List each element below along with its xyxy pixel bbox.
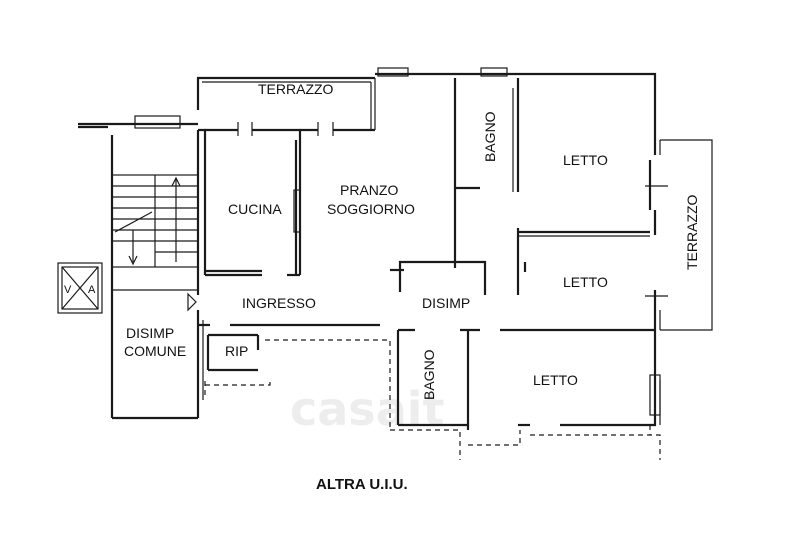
ingresso-label: INGRESSO: [242, 295, 316, 311]
pranzo-label: PRANZO: [340, 182, 398, 198]
lift-label-v: V: [64, 284, 72, 296]
bagno-top-label: BAGNO: [482, 111, 498, 162]
lift-label-a: A: [88, 284, 96, 296]
rip-label: RIP: [225, 343, 248, 359]
outer-walls: [196, 67, 713, 427]
letto-3-label: LETTO: [533, 372, 578, 388]
letto-1-label: LETTO: [563, 152, 608, 168]
disimp-comune-label-1: DISIMP: [126, 325, 174, 341]
watermark: casait: [290, 382, 445, 436]
lift: V A: [57, 262, 103, 314]
kitchen-walls: [205, 122, 302, 277]
terrazzo-right-label: TERRAZZO: [684, 194, 700, 270]
entrance-door-icon: [187, 292, 197, 312]
living-walls: [300, 78, 487, 295]
bagno-bottom-label: BAGNO: [421, 349, 437, 400]
letto-2-label: LETTO: [563, 274, 608, 290]
footer-caption: ALTRA U.I.U.: [316, 476, 408, 493]
disimp-comune-label-2: COMUNE: [124, 343, 186, 359]
bedroom-walls: [455, 78, 668, 332]
lower-walls: [198, 323, 661, 460]
soggiorno-label: SOGGIORNO: [327, 201, 415, 217]
terrazzo-top-label: TERRAZZO: [258, 81, 334, 97]
cucina-label: CUCINA: [228, 201, 282, 217]
staircase: [78, 115, 200, 420]
disimp-label: DISIMP: [422, 295, 470, 311]
